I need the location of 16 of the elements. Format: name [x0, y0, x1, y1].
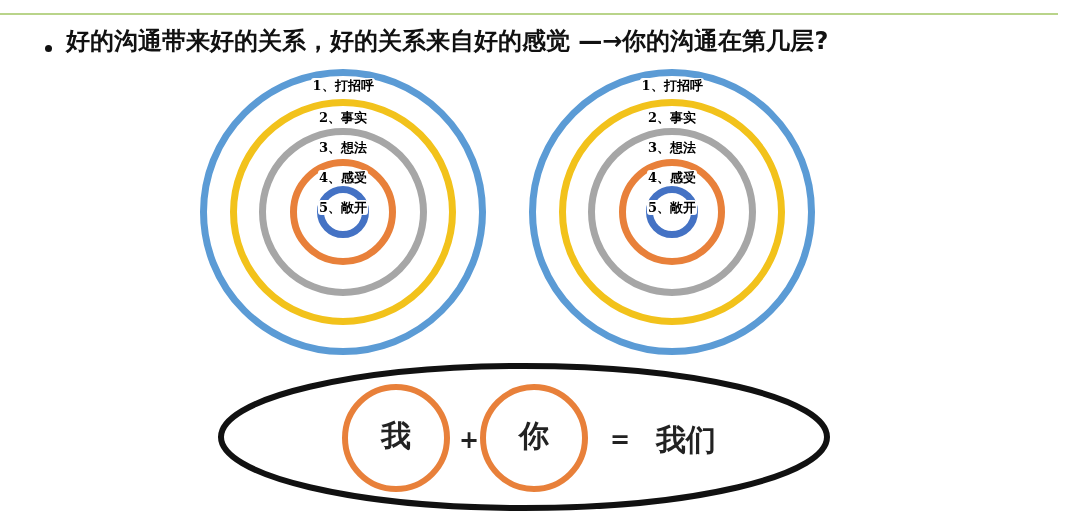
ring-label: 2、事实: [317, 110, 368, 125]
ring-label: 4、感受: [317, 170, 368, 185]
title: 好的沟通带来好的关系，好的关系来自好的感觉 —→你的沟通在第几层?: [66, 26, 829, 56]
ring-label: 2、事实: [646, 110, 697, 125]
ring-label: 3、想法: [646, 140, 697, 155]
ring-label: 4、感受: [646, 170, 697, 185]
ring-label: 1、打招呼: [311, 78, 375, 93]
equals-sign: =: [610, 425, 631, 456]
result-label: 我们: [656, 423, 716, 457]
ring-label: 5、敞开: [317, 200, 368, 215]
plus-sign: +: [459, 425, 480, 456]
ring-label: 1、打招呼: [640, 78, 704, 93]
circle-label: 你: [519, 419, 549, 453]
circle-label: 我: [381, 419, 411, 453]
ring-label: 5、敞开: [646, 200, 697, 215]
ring-label: 3、想法: [317, 140, 368, 155]
